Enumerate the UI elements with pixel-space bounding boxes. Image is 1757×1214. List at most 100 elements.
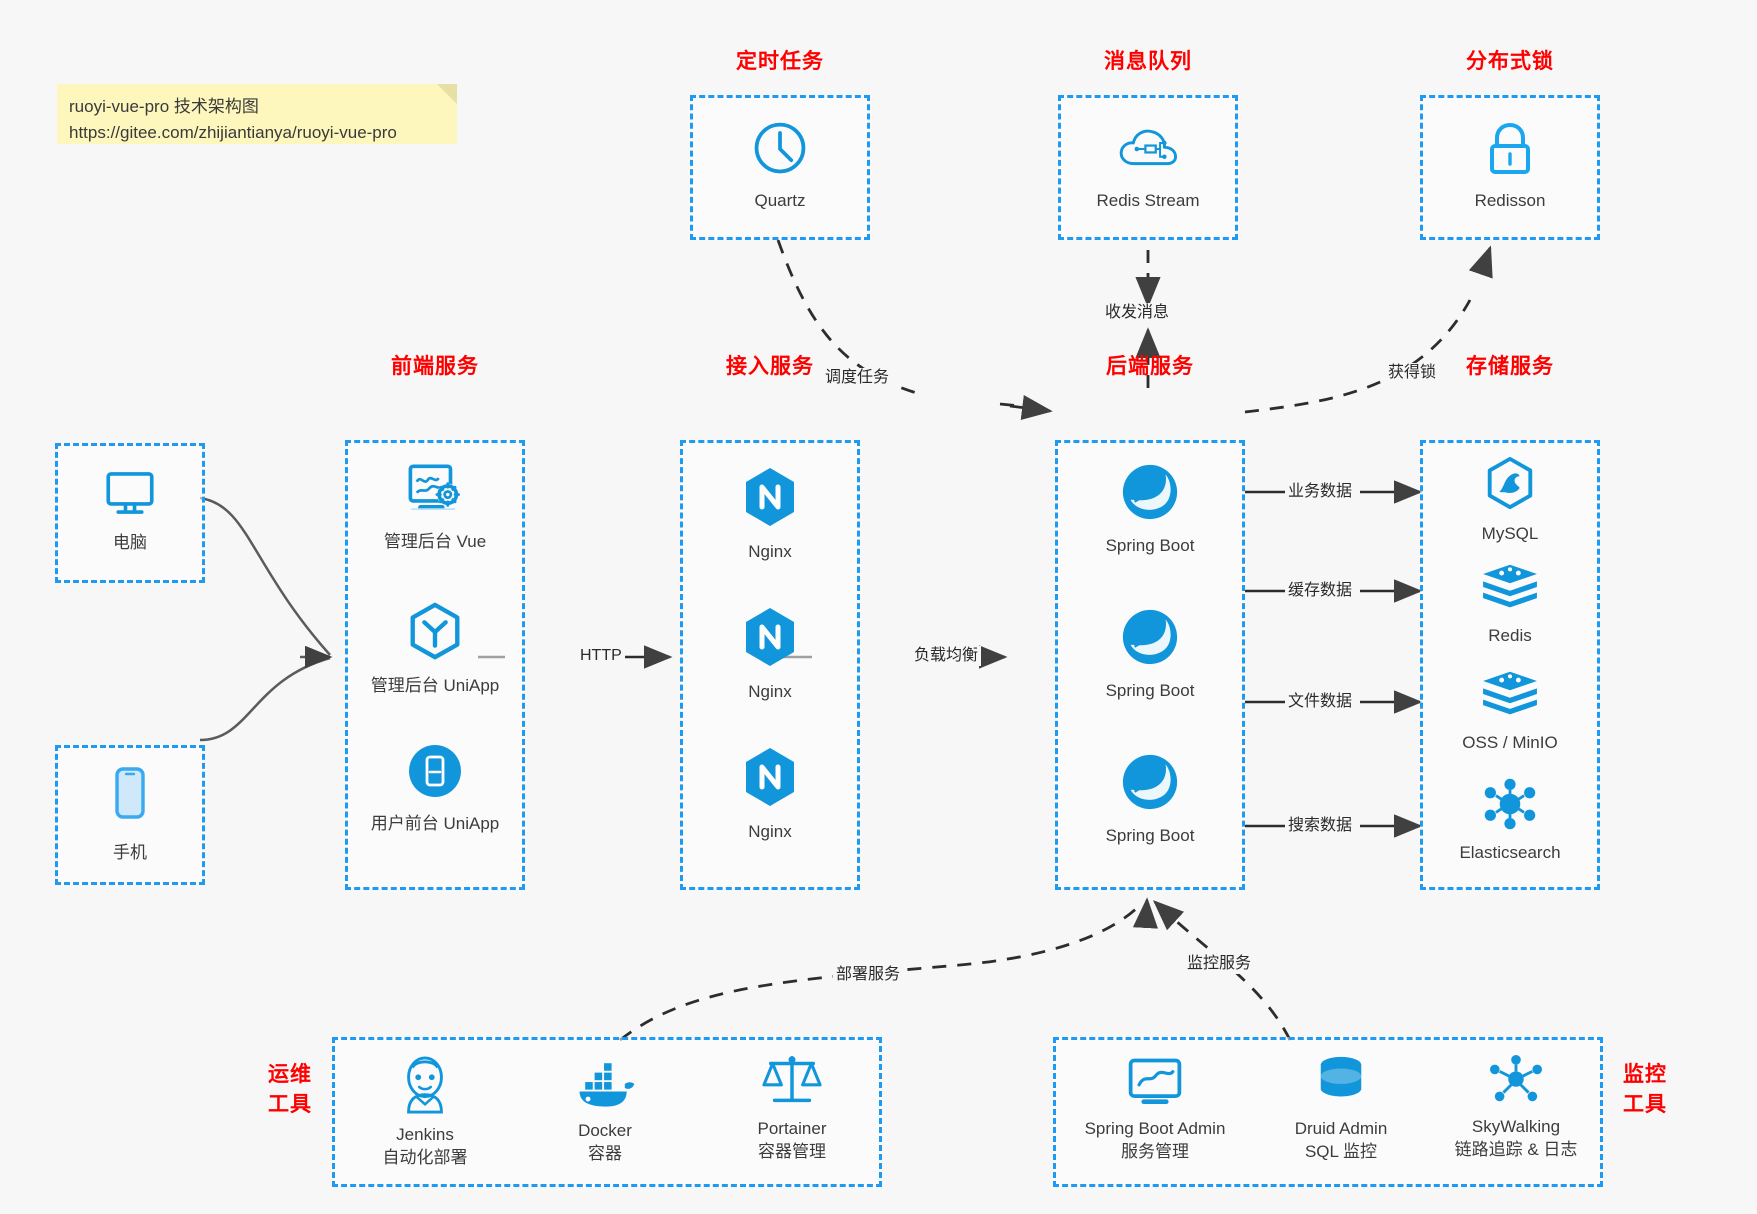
edge-label-message: 收发消息 xyxy=(1102,303,1173,323)
jenkins-icon xyxy=(395,1054,455,1121)
group-title-monitor-line1: 监控 xyxy=(1623,1063,1667,1086)
group-box-scheduler: Quartz xyxy=(690,95,870,240)
node-sublabel-druid-admin: SQL 监控 xyxy=(1304,1142,1378,1161)
uniapp-hexagon-icon xyxy=(405,601,465,668)
spring-boot-icon xyxy=(1119,606,1181,673)
note-line-1: ruoyi-vue-pro 技术架构图 xyxy=(69,97,259,116)
node-label-spring-boot-2: Spring Boot xyxy=(1105,681,1195,700)
edge-label-loadbalance: 负载均衡 xyxy=(911,646,982,666)
node-user-uniapp[interactable]: 用户前台 UniApp xyxy=(348,741,522,835)
node-sublabel-skywalking: 链路追踪 & 日志 xyxy=(1454,1140,1578,1159)
group-box-backend: Spring Boot Spring Boot Spring Boot xyxy=(1055,440,1245,890)
group-title-mq: 消息队列 xyxy=(1104,50,1192,73)
node-nginx-3[interactable]: Nginx xyxy=(683,745,857,843)
node-label-mobile: 手机 xyxy=(113,843,147,862)
node-portainer[interactable]: Portainer 容器管理 xyxy=(707,1050,877,1163)
edge-label-business-data: 业务数据 xyxy=(1285,482,1356,502)
edge-label-monitor: 监控服务 xyxy=(1184,954,1255,974)
spring-boot-icon xyxy=(1119,751,1181,818)
node-spring-boot-2[interactable]: Spring Boot xyxy=(1058,606,1242,702)
group-box-mq: Redis Stream xyxy=(1058,95,1238,240)
node-mysql[interactable]: MySQL xyxy=(1423,455,1597,545)
node-spring-boot-admin[interactable]: Spring Boot Admin 服务管理 xyxy=(1060,1054,1250,1163)
mobile-icon xyxy=(107,764,153,831)
node-spring-boot-3[interactable]: Spring Boot xyxy=(1058,751,1242,847)
elasticsearch-icon xyxy=(1481,776,1539,837)
node-label-nginx-2: Nginx xyxy=(748,682,792,701)
node-sublabel-spring-boot-admin: 服务管理 xyxy=(1121,1142,1189,1161)
cloud-stream-icon xyxy=(1117,122,1179,181)
group-title-monitor-line2: 工具 xyxy=(1623,1093,1667,1116)
lock-icon xyxy=(1482,120,1538,183)
group-box-storage: MySQL Redis xyxy=(1420,440,1600,890)
mysql-icon xyxy=(1482,455,1538,518)
node-label-admin-uniapp: 管理后台 UniApp xyxy=(370,676,500,695)
node-sublabel-jenkins: 自动化部署 xyxy=(382,1148,468,1167)
group-title-gateway: 接入服务 xyxy=(726,355,814,378)
edge-label-http: HTTP xyxy=(577,646,625,666)
edge-label-lock: 获得锁 xyxy=(1385,363,1440,383)
edge-label-file-data: 文件数据 xyxy=(1285,692,1356,712)
node-nginx-2[interactable]: Nginx xyxy=(683,605,857,703)
node-label-redis-stream: Redis Stream xyxy=(1096,191,1200,210)
node-label-mysql: MySQL xyxy=(1481,524,1539,543)
node-redis-stream[interactable]: Redis Stream xyxy=(1061,122,1235,212)
node-druid-admin[interactable]: Druid Admin SQL 监控 xyxy=(1261,1054,1421,1163)
group-box-client-mobile: 手机 xyxy=(55,745,205,885)
edge-label-deploy: 部署服务 xyxy=(833,965,904,985)
node-label-portainer: Portainer xyxy=(757,1119,827,1138)
node-sublabel-portainer: 容器管理 xyxy=(758,1142,826,1161)
oss-minio-icon xyxy=(1479,668,1541,725)
group-title-devops: 运维 工具 xyxy=(255,1060,325,1120)
node-redis[interactable]: Redis xyxy=(1423,561,1597,647)
monitor-chart-icon xyxy=(1125,1054,1185,1115)
group-title-storage: 存储服务 xyxy=(1466,355,1554,378)
dashboard-settings-icon xyxy=(404,461,466,524)
node-label-user-uniapp: 用户前台 UniApp xyxy=(370,814,500,833)
node-elasticsearch[interactable]: Elasticsearch xyxy=(1423,776,1597,864)
node-admin-vue[interactable]: 管理后台 Vue xyxy=(348,461,522,553)
node-quartz[interactable]: Quartz xyxy=(693,118,867,212)
node-label-docker: Docker xyxy=(578,1121,632,1140)
edge-label-schedule: 调度任务 xyxy=(822,368,893,388)
group-title-frontend: 前端服务 xyxy=(391,355,479,378)
node-label-nginx-3: Nginx xyxy=(748,822,792,841)
node-skywalking[interactable]: SkyWalking 链路追踪 & 日志 xyxy=(1421,1054,1611,1161)
node-desktop[interactable]: 电脑 xyxy=(58,466,202,554)
group-box-client-desktop: 电脑 xyxy=(55,443,205,583)
docker-icon xyxy=(572,1054,638,1117)
clock-icon xyxy=(750,118,810,183)
group-title-devops-line1: 运维 xyxy=(268,1063,312,1086)
nginx-icon xyxy=(741,465,799,534)
group-title-lock: 分布式锁 xyxy=(1466,50,1554,73)
portainer-scale-icon xyxy=(761,1050,823,1115)
group-title-scheduler: 定时任务 xyxy=(736,50,824,73)
node-label-druid-admin: Druid Admin xyxy=(1294,1119,1388,1138)
node-redisson[interactable]: Redisson xyxy=(1423,120,1597,212)
mobile-circle-icon xyxy=(405,741,465,806)
group-title-devops-line2: 工具 xyxy=(268,1093,312,1116)
node-label-oss-minio: OSS / MinIO xyxy=(1462,733,1558,752)
node-oss-minio[interactable]: OSS / MinIO xyxy=(1423,668,1597,754)
node-jenkins[interactable]: Jenkins 自动化部署 xyxy=(345,1054,505,1169)
group-title-monitor: 监控 工具 xyxy=(1610,1060,1680,1120)
node-label-spring-boot-3: Spring Boot xyxy=(1105,826,1195,845)
desktop-icon xyxy=(101,466,159,525)
node-nginx-1[interactable]: Nginx xyxy=(683,465,857,563)
edge-label-search-data: 搜索数据 xyxy=(1285,816,1356,836)
group-box-devops: Jenkins 自动化部署 Docker 容器 xyxy=(332,1037,882,1187)
node-label-skywalking: SkyWalking xyxy=(1471,1117,1561,1136)
node-label-spring-boot-1: Spring Boot xyxy=(1105,536,1195,555)
edge-label-cache-data: 缓存数据 xyxy=(1285,581,1356,601)
node-admin-uniapp[interactable]: 管理后台 UniApp xyxy=(348,601,522,697)
group-title-backend: 后端服务 xyxy=(1106,355,1194,378)
node-label-redisson: Redisson xyxy=(1474,191,1546,210)
nginx-icon xyxy=(741,605,799,674)
node-spring-boot-1[interactable]: Spring Boot xyxy=(1058,461,1242,557)
node-label-nginx-1: Nginx xyxy=(748,542,792,561)
node-docker[interactable]: Docker 容器 xyxy=(525,1054,685,1165)
node-mobile[interactable]: 手机 xyxy=(58,764,202,864)
node-sublabel-docker: 容器 xyxy=(588,1144,622,1163)
node-label-elasticsearch: Elasticsearch xyxy=(1459,843,1561,862)
node-label-jenkins: Jenkins xyxy=(396,1125,454,1144)
